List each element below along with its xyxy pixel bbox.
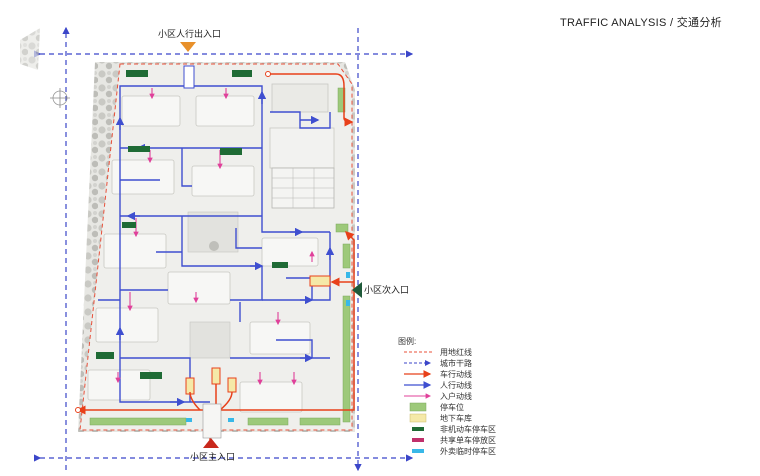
svg-text:非机动车停车区: 非机动车停车区 bbox=[440, 424, 496, 434]
main-entrance-label: 小区主入口 bbox=[190, 451, 235, 462]
legend-item-city-road: 城市干路 bbox=[404, 358, 472, 368]
legend-item-entry-flow: 入户动线 bbox=[404, 391, 472, 401]
legend-item-vehicle-flow: 车行动线 bbox=[404, 369, 472, 379]
legend-item-parking-space: 停车位 bbox=[409, 402, 464, 412]
legend-item-non-motor-parking: 非机动车停车区 bbox=[412, 424, 496, 434]
svg-text:共享单车停放区: 共享单车停放区 bbox=[440, 435, 496, 445]
legend-item-site-redline: 用地红线 bbox=[404, 347, 472, 357]
page-title: TRAFFIC ANALYSIS / 交通分析 bbox=[560, 17, 722, 29]
svg-text:地下车库: 地下车库 bbox=[440, 413, 472, 423]
north-arrow-icon bbox=[50, 88, 70, 108]
entry-flows bbox=[115, 88, 315, 386]
city-roads bbox=[34, 26, 414, 472]
north-entrance-label: 小区人行出入口 bbox=[158, 28, 221, 39]
sports-court bbox=[272, 168, 334, 208]
east-entrance-label: 小区次入口 bbox=[364, 284, 409, 295]
svg-text:入户动线: 入户动线 bbox=[440, 391, 472, 401]
legend-item-pedestrian-flow: 人行动线 bbox=[404, 380, 472, 390]
svg-text:人行动线: 人行动线 bbox=[440, 380, 472, 390]
legend-item-shared-bike-parking: 共享单车停放区 bbox=[412, 435, 496, 445]
legend: 图例: 用地红线 城市干路 车行动线 人行动线 入户动线 停车位 地下车库 bbox=[398, 336, 496, 456]
underground-garages bbox=[185, 275, 331, 395]
takeaway-parking-areas bbox=[186, 272, 350, 422]
north-entrance-marker-icon bbox=[180, 42, 196, 52]
main-entrance-marker-icon bbox=[203, 438, 219, 448]
legend-item-takeaway-parking: 外卖临时停车区 bbox=[412, 446, 496, 456]
non-motor-parking-areas bbox=[96, 70, 288, 379]
svg-text:用地红线: 用地红线 bbox=[440, 347, 472, 357]
svg-text:停车位: 停车位 bbox=[440, 402, 464, 412]
east-entrance-marker-icon bbox=[352, 282, 362, 298]
legend-heading: 图例: bbox=[398, 336, 416, 346]
svg-text:外卖临时停车区: 外卖临时停车区 bbox=[440, 446, 496, 456]
parking-spaces bbox=[89, 87, 351, 426]
legend-item-underground-garage: 地下车库 bbox=[409, 413, 472, 423]
svg-text:车行动线: 车行动线 bbox=[440, 369, 472, 379]
svg-text:城市干路: 城市干路 bbox=[440, 358, 472, 368]
